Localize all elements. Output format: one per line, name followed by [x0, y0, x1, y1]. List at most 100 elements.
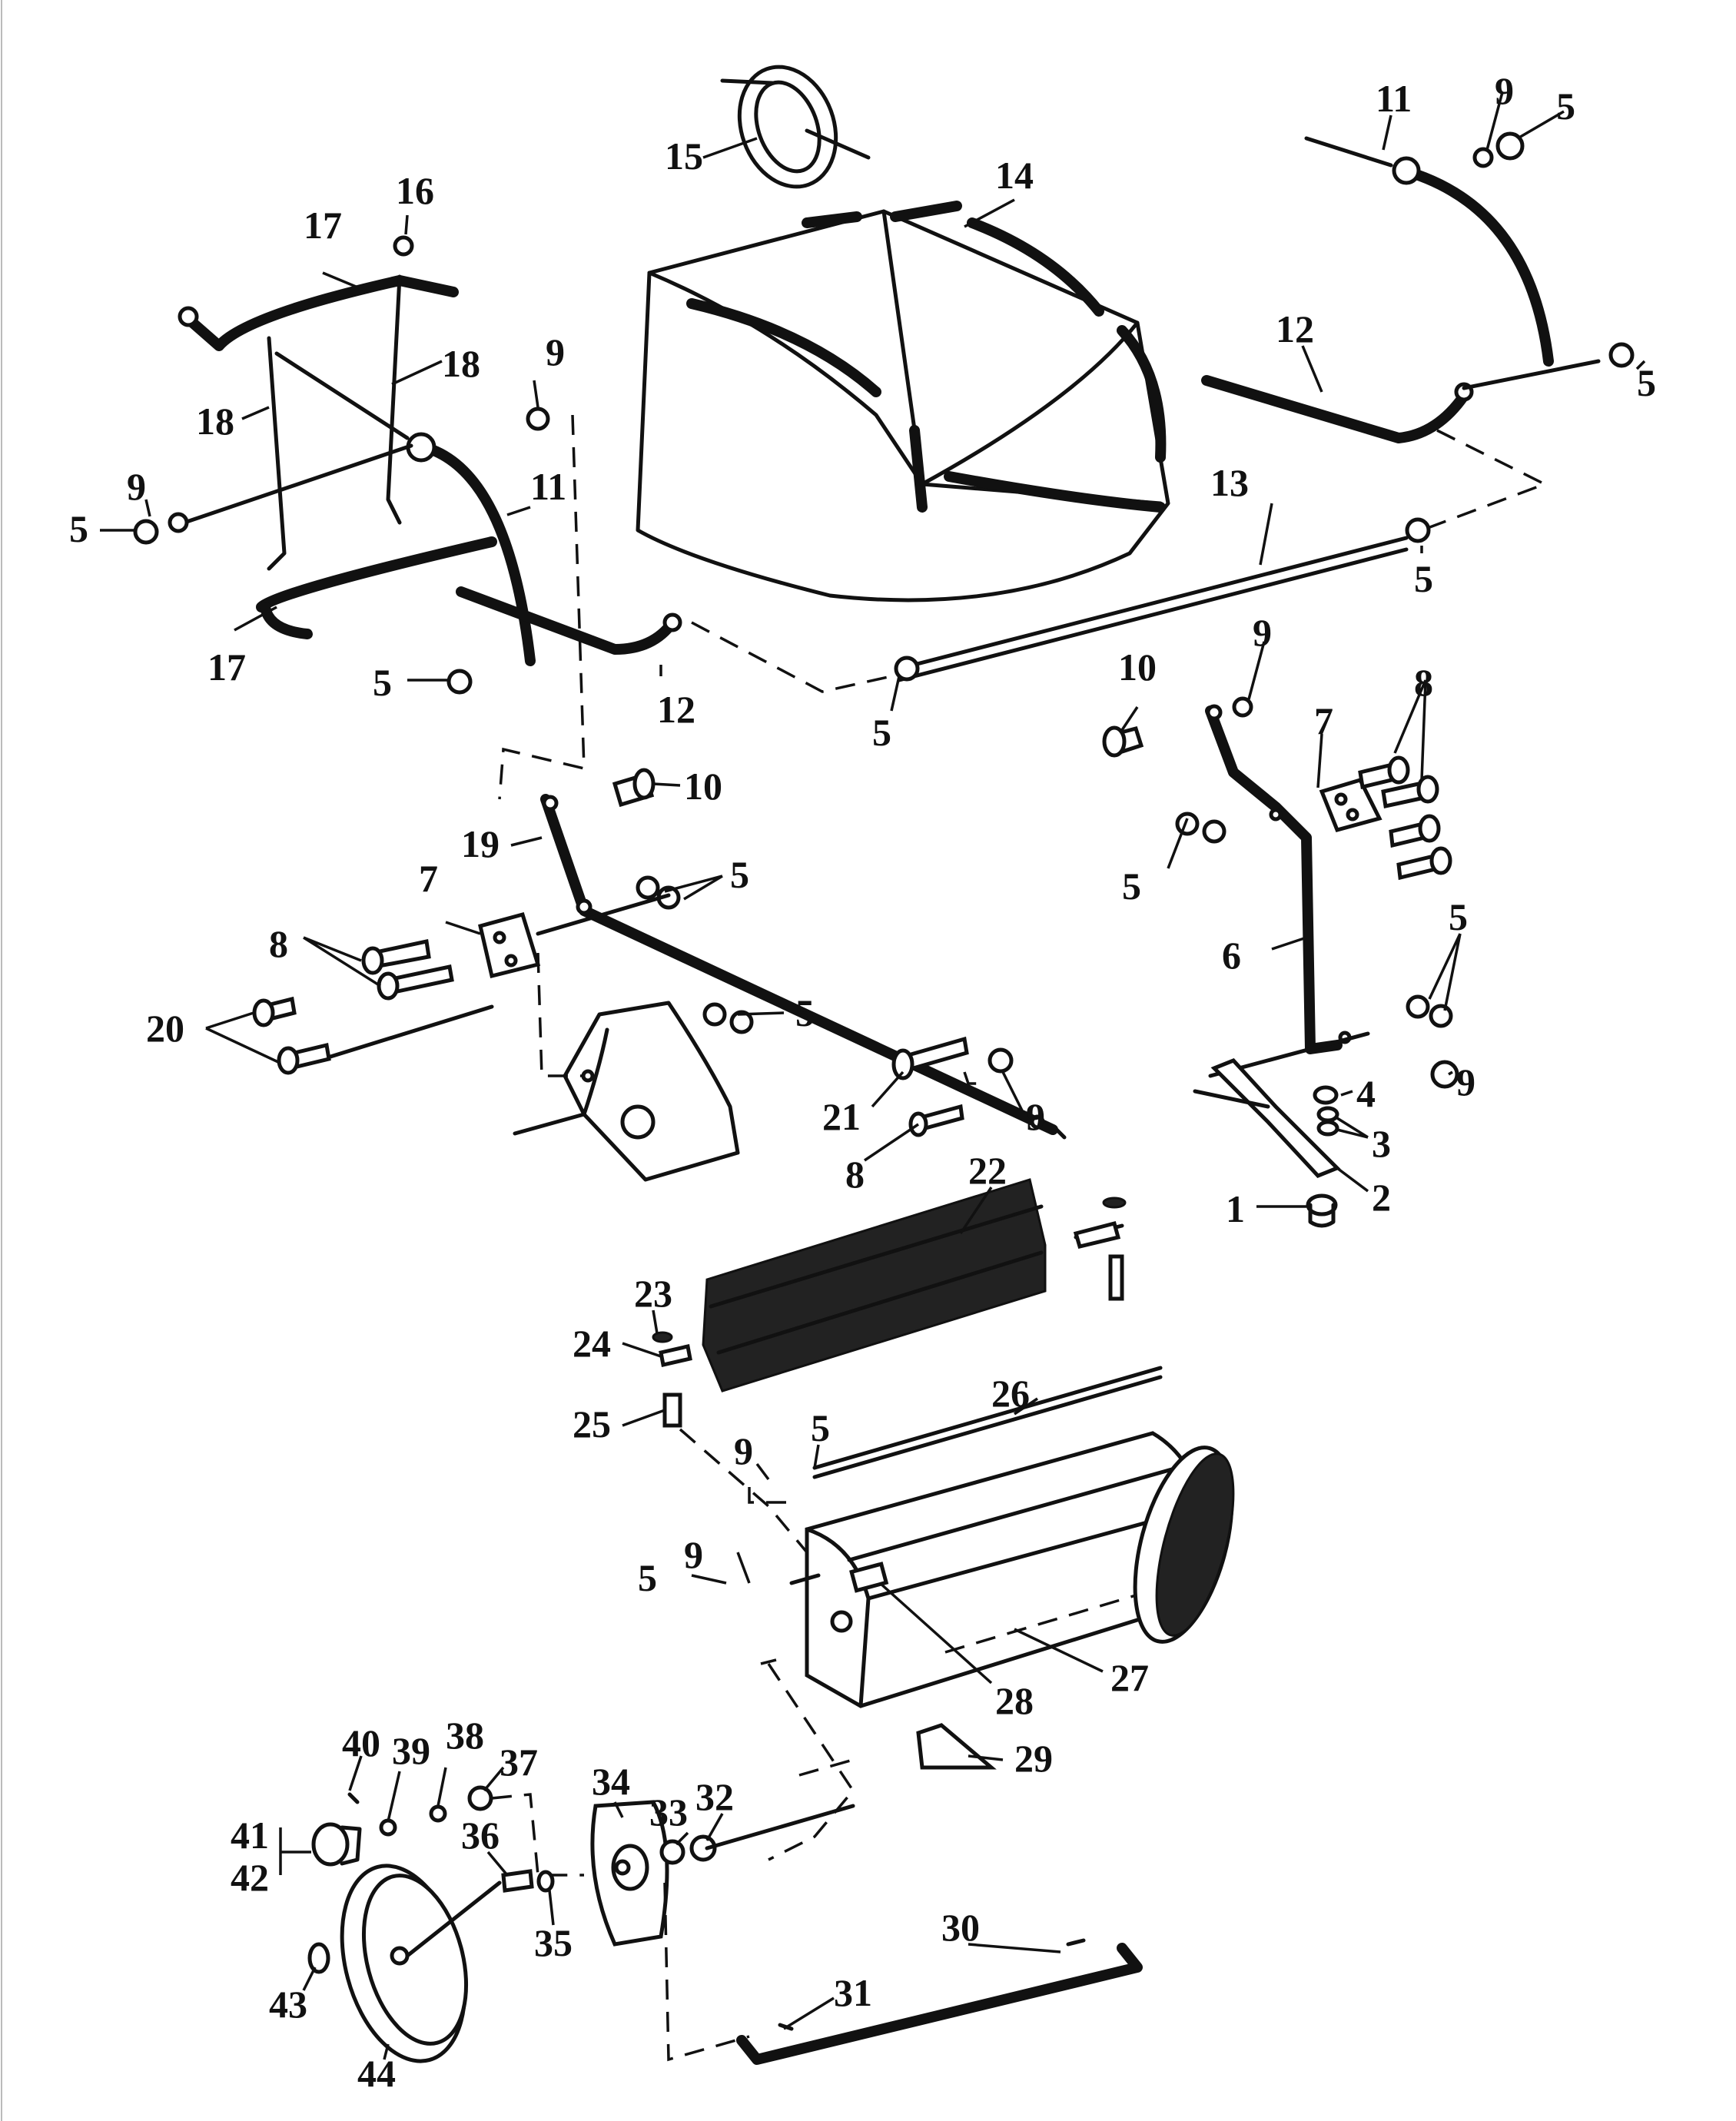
label-39: 39	[392, 1729, 430, 1772]
label-9: 9	[1026, 1095, 1045, 1138]
part-8-right-bolts	[1358, 755, 1452, 881]
label-44: 44	[357, 2052, 396, 2095]
label-5: 5	[730, 853, 749, 896]
right-wheel	[1133, 1446, 1235, 1644]
label-10: 10	[1118, 646, 1157, 689]
parts-41-42-cap	[311, 1822, 362, 1867]
label-9: 9	[1456, 1060, 1475, 1104]
part-12-right-tube	[1201, 342, 1635, 443]
label-8: 8	[269, 922, 288, 965]
label-12: 12	[657, 688, 695, 731]
label-35: 35	[534, 1921, 573, 1964]
label-16: 16	[396, 169, 434, 212]
label-19: 19	[461, 822, 500, 865]
part-13-axle-rod	[894, 517, 1431, 682]
part-19-left-bar	[540, 794, 1067, 1140]
part-10-right-knob	[1102, 725, 1144, 758]
part-8-20-bolts	[252, 938, 494, 1075]
label-31: 31	[834, 1971, 872, 2014]
label-37: 37	[500, 1741, 538, 1784]
label-30: 30	[941, 1906, 980, 1949]
part-30-lower-bar	[736, 1938, 1143, 2065]
label-8: 8	[845, 1153, 865, 1196]
label-17: 17	[207, 646, 246, 689]
label-20: 20	[146, 1007, 184, 1050]
label-4: 4	[1356, 1072, 1376, 1115]
label-18: 18	[196, 400, 234, 443]
label-11: 11	[530, 465, 566, 508]
label-6: 6	[1222, 934, 1241, 977]
part-11-right-handle	[1304, 131, 1554, 367]
label-3: 3	[1372, 1122, 1391, 1165]
parts-1-4-lever	[1193, 1058, 1341, 1228]
label-7: 7	[1314, 699, 1333, 742]
label-5: 5	[1449, 895, 1468, 938]
label-41: 41	[231, 1814, 269, 1857]
label-29: 29	[1014, 1737, 1053, 1780]
part-36-axle-pin	[501, 1869, 534, 1893]
label-8: 8	[1414, 661, 1433, 704]
label-25: 25	[573, 1402, 611, 1446]
label-42: 42	[231, 1856, 269, 1899]
label-13: 13	[1210, 461, 1249, 504]
label-33: 33	[649, 1791, 688, 1834]
part-6-right-bar	[1205, 704, 1352, 1054]
label-5: 5	[1414, 557, 1433, 600]
label-14: 14	[995, 154, 1034, 197]
hardware-nuts-washers	[133, 512, 1459, 1089]
part-26-rod	[812, 1366, 1163, 1479]
label-32: 32	[695, 1775, 734, 1818]
label-11: 11	[1376, 77, 1412, 120]
parts-23-24-25-pins	[652, 1331, 692, 1428]
label-9: 9	[546, 330, 565, 373]
callout-labels: 11 9 5 14 15 16 17 18 18 9 9 5 11 12 5 1…	[69, 69, 1656, 2095]
part-11-left-handle	[182, 351, 550, 666]
label-5: 5	[872, 711, 891, 754]
label-5: 5	[638, 1556, 657, 1599]
label-17: 17	[304, 204, 342, 247]
part-44-wheel	[340, 1864, 502, 2063]
part-15-coil	[720, 65, 871, 189]
part-22-brush	[702, 1178, 1127, 1392]
part-14-hopper	[636, 201, 1170, 602]
part-7-left-bracket	[478, 911, 541, 979]
part-7-right-bracket	[1319, 778, 1382, 832]
label-5: 5	[811, 1406, 830, 1449]
part-29-scraper	[916, 1723, 997, 1770]
label-9: 9	[1253, 611, 1272, 654]
label-12: 12	[1276, 307, 1314, 350]
label-43: 43	[269, 1983, 307, 2026]
label-15: 15	[665, 134, 703, 178]
label-27: 27	[1110, 1656, 1149, 1699]
label-18: 18	[442, 342, 480, 385]
parts-37-40-small-hardware	[347, 1785, 493, 1837]
label-26: 26	[991, 1372, 1030, 1415]
part-10-left-knob	[612, 768, 656, 808]
label-5: 5	[373, 661, 392, 704]
label-10: 10	[684, 765, 722, 808]
label-5: 5	[69, 507, 88, 550]
label-9: 9	[127, 465, 146, 508]
label-22: 22	[968, 1149, 1007, 1192]
part-17-18-left-frame	[178, 235, 497, 639]
part-34-hubcap	[590, 1800, 669, 1947]
label-21: 21	[822, 1095, 861, 1138]
label-34: 34	[592, 1760, 630, 1803]
left-side-housing	[513, 1001, 740, 1182]
label-2: 2	[1372, 1176, 1391, 1219]
label-5: 5	[1122, 865, 1141, 908]
label-9: 9	[684, 1533, 703, 1576]
label-36: 36	[461, 1814, 500, 1857]
part-12-left-tube	[456, 586, 682, 655]
label-5: 5	[795, 991, 815, 1034]
parts-32-33-nuts	[659, 1834, 717, 1865]
leader-lines	[100, 91, 1646, 2060]
label-38: 38	[446, 1714, 484, 1757]
label-1: 1	[1226, 1187, 1245, 1230]
label-28: 28	[995, 1679, 1034, 1722]
label-7: 7	[419, 857, 438, 900]
label-5: 5	[1637, 361, 1656, 404]
label-23: 23	[634, 1272, 672, 1315]
label-9: 9	[1495, 69, 1514, 112]
